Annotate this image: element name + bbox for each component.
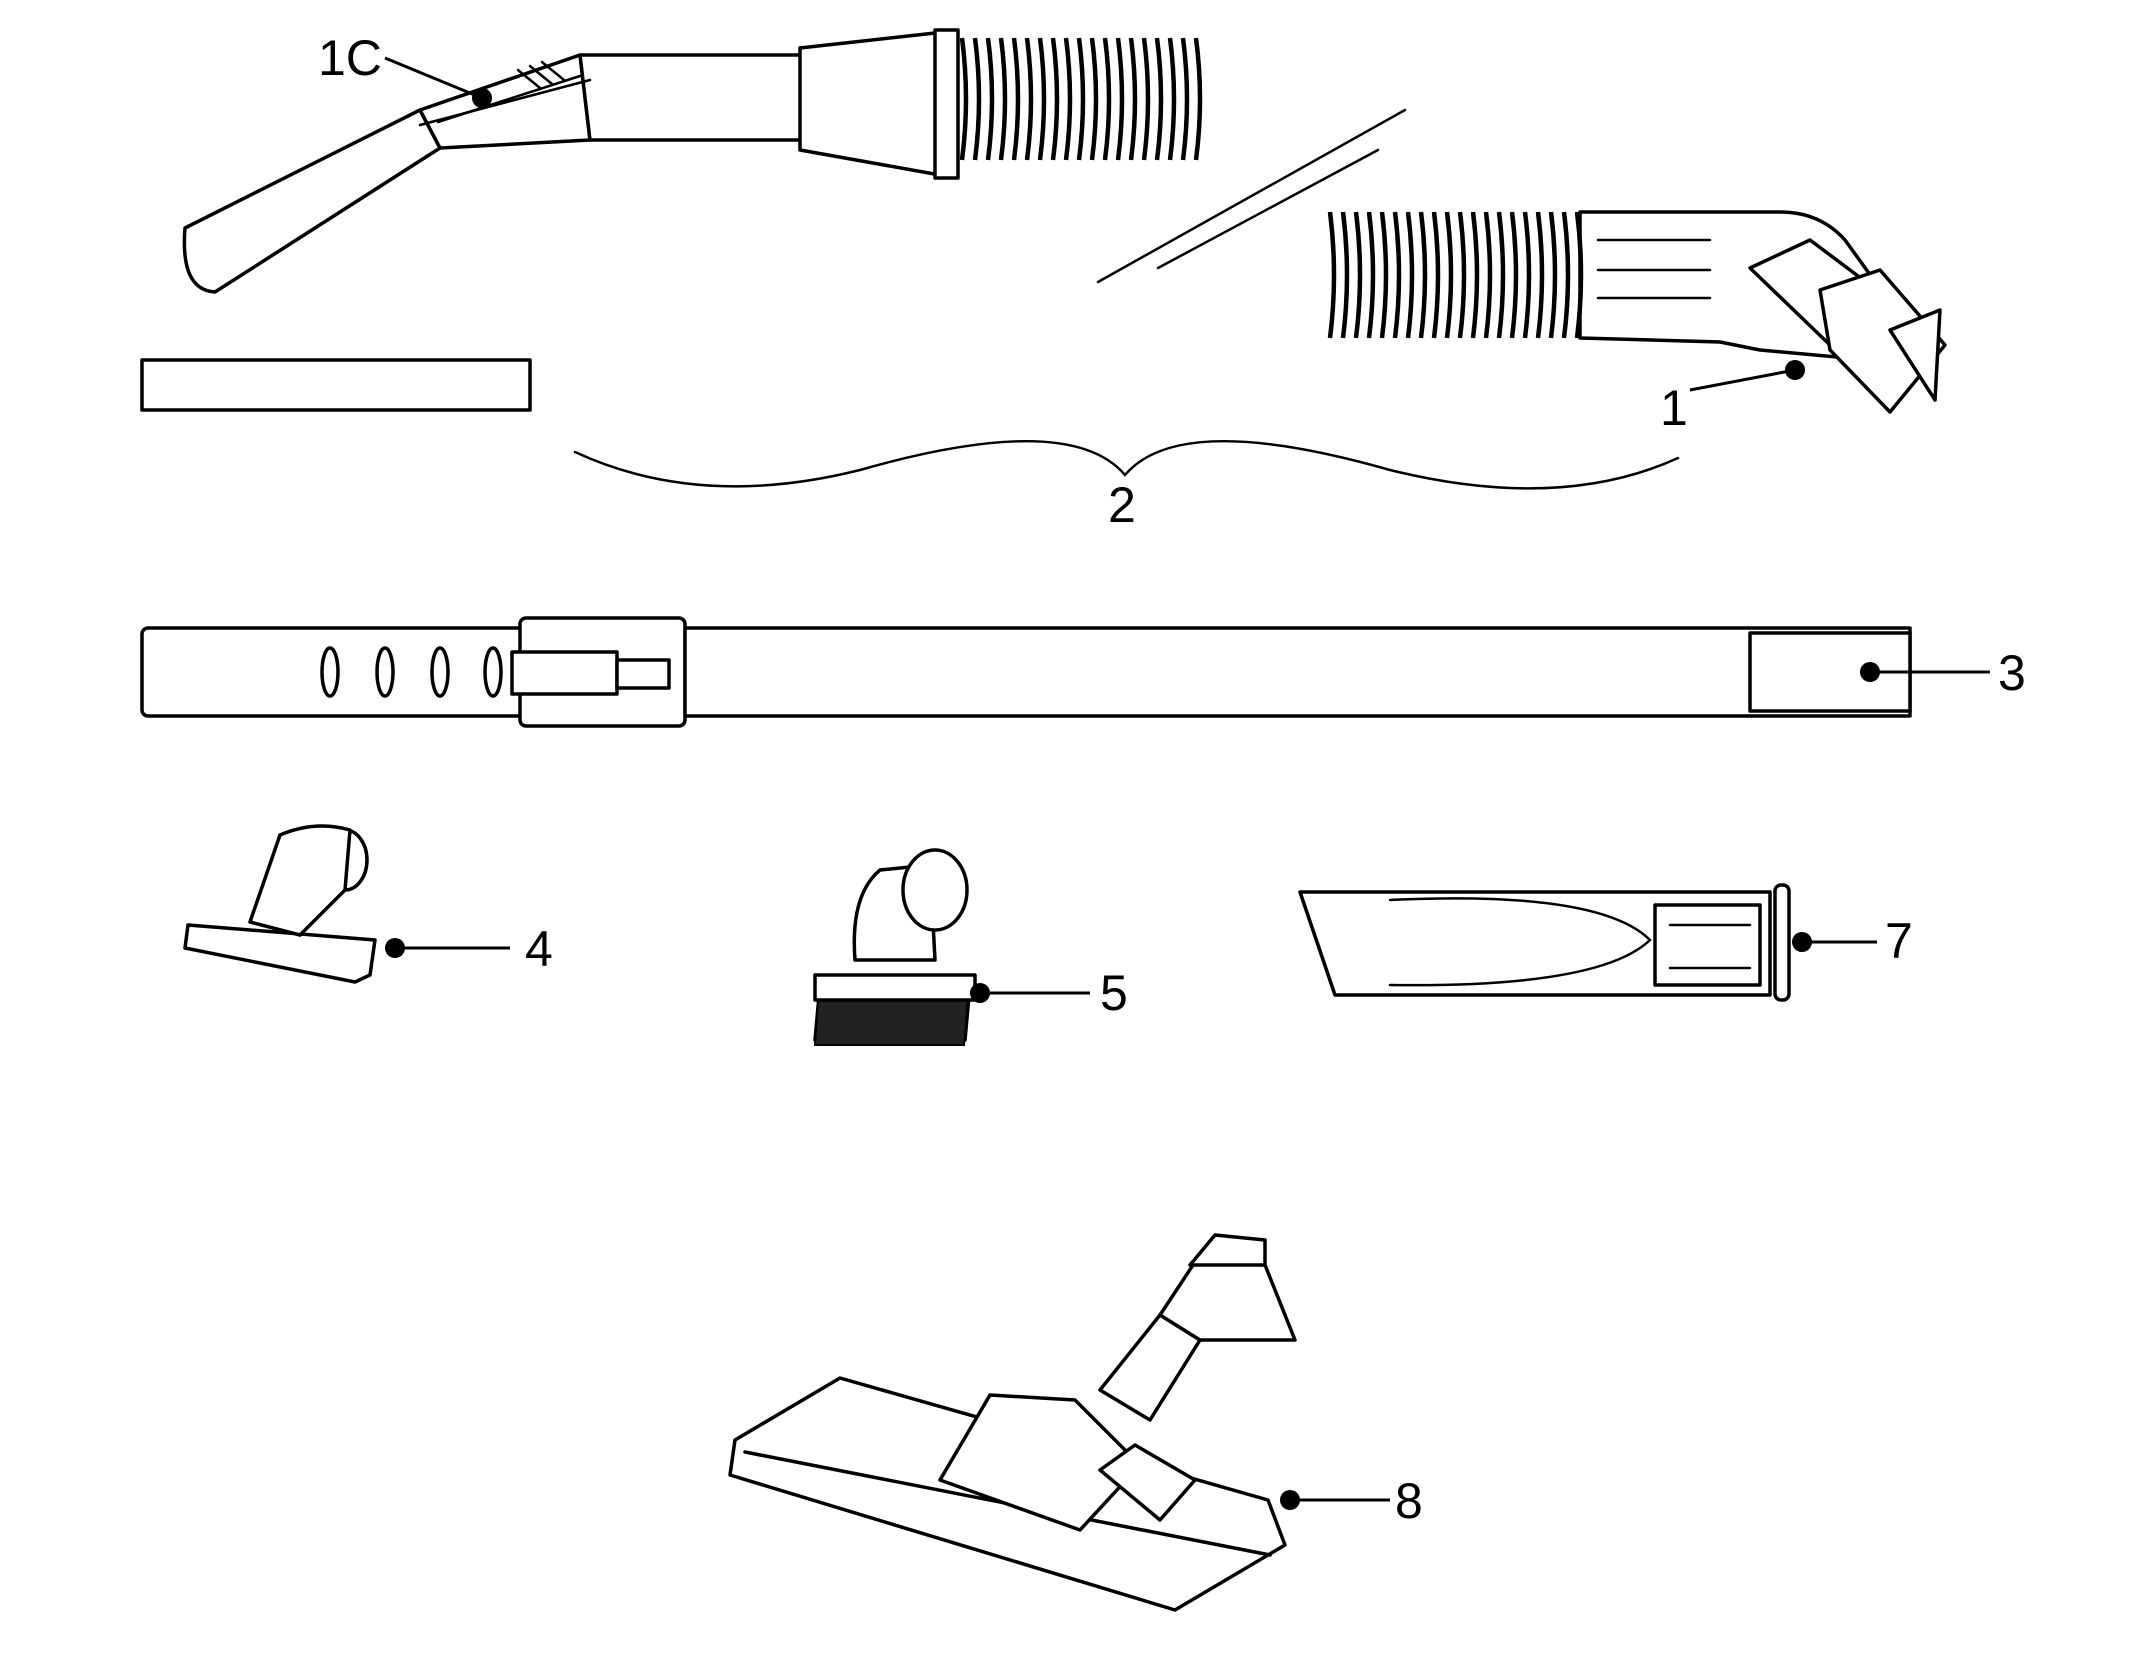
hose-rib	[1444, 211, 1454, 339]
hose-rib	[1024, 37, 1034, 161]
hose-rib	[1167, 37, 1177, 161]
hose-rib	[1522, 211, 1532, 339]
hose-rib	[972, 37, 982, 161]
hose-rib	[1193, 37, 1203, 161]
floor-nozzle	[728, 1233, 1297, 1612]
hose-rib	[1180, 37, 1190, 161]
hose-rib	[1102, 37, 1112, 161]
label-7: 7	[1885, 913, 1913, 969]
label-4: 4	[525, 921, 553, 977]
hose-rib	[1496, 211, 1506, 339]
hose-assembly-brace	[573, 440, 1680, 490]
hose-rib	[1327, 211, 1337, 339]
hose-end-connector	[1578, 210, 1947, 414]
hose-ribs-left	[959, 37, 1203, 161]
hose-rib	[1561, 211, 1571, 339]
hose-rib	[1431, 211, 1441, 339]
label-2: 2	[1108, 477, 1136, 533]
dusting-brush	[813, 848, 977, 1046]
hose-rib	[1353, 211, 1363, 339]
hose-rib	[1115, 37, 1125, 161]
hose-rib	[985, 37, 995, 161]
callout-leaders	[384, 56, 1990, 1510]
hose-rib	[1535, 211, 1545, 339]
label-5: 5	[1100, 965, 1128, 1021]
hose-rib	[1076, 37, 1086, 161]
hose-rib	[1379, 211, 1389, 339]
hose-rib	[1050, 37, 1060, 161]
hose-rib	[1154, 37, 1164, 161]
hose-rib	[1141, 37, 1151, 161]
hose-rib	[1037, 37, 1047, 161]
hose-rib	[1011, 37, 1021, 161]
upholstery-nozzle	[183, 824, 377, 984]
label-1c: 1C	[318, 30, 382, 86]
hose-rib	[1418, 211, 1428, 339]
hose-rib	[1483, 211, 1493, 339]
hose-rib	[1063, 37, 1073, 161]
hose-rib	[1548, 211, 1558, 339]
crevice-tool	[1298, 883, 1791, 1002]
hose-rib	[1392, 211, 1402, 339]
hose-rib	[1366, 211, 1376, 339]
hose-ribs-right	[1327, 211, 1584, 339]
hose-rib	[998, 37, 1008, 161]
hose-rib	[959, 37, 969, 161]
hose-rib	[1340, 211, 1350, 339]
hose-rib	[1405, 211, 1415, 339]
label-8: 8	[1395, 1473, 1423, 1529]
hose-rib	[1470, 211, 1480, 339]
hose-handle	[182, 28, 960, 294]
hose-rib	[1089, 37, 1099, 161]
hose-rib	[1574, 211, 1584, 339]
label-3: 3	[1998, 645, 2026, 701]
hose-break-lines	[1096, 108, 1407, 284]
hose-rib	[1128, 37, 1138, 161]
hose-rib	[1457, 211, 1467, 339]
telescopic-wand	[140, 358, 1912, 728]
hose-rib	[1509, 211, 1519, 339]
label-1: 1	[1660, 380, 1688, 436]
